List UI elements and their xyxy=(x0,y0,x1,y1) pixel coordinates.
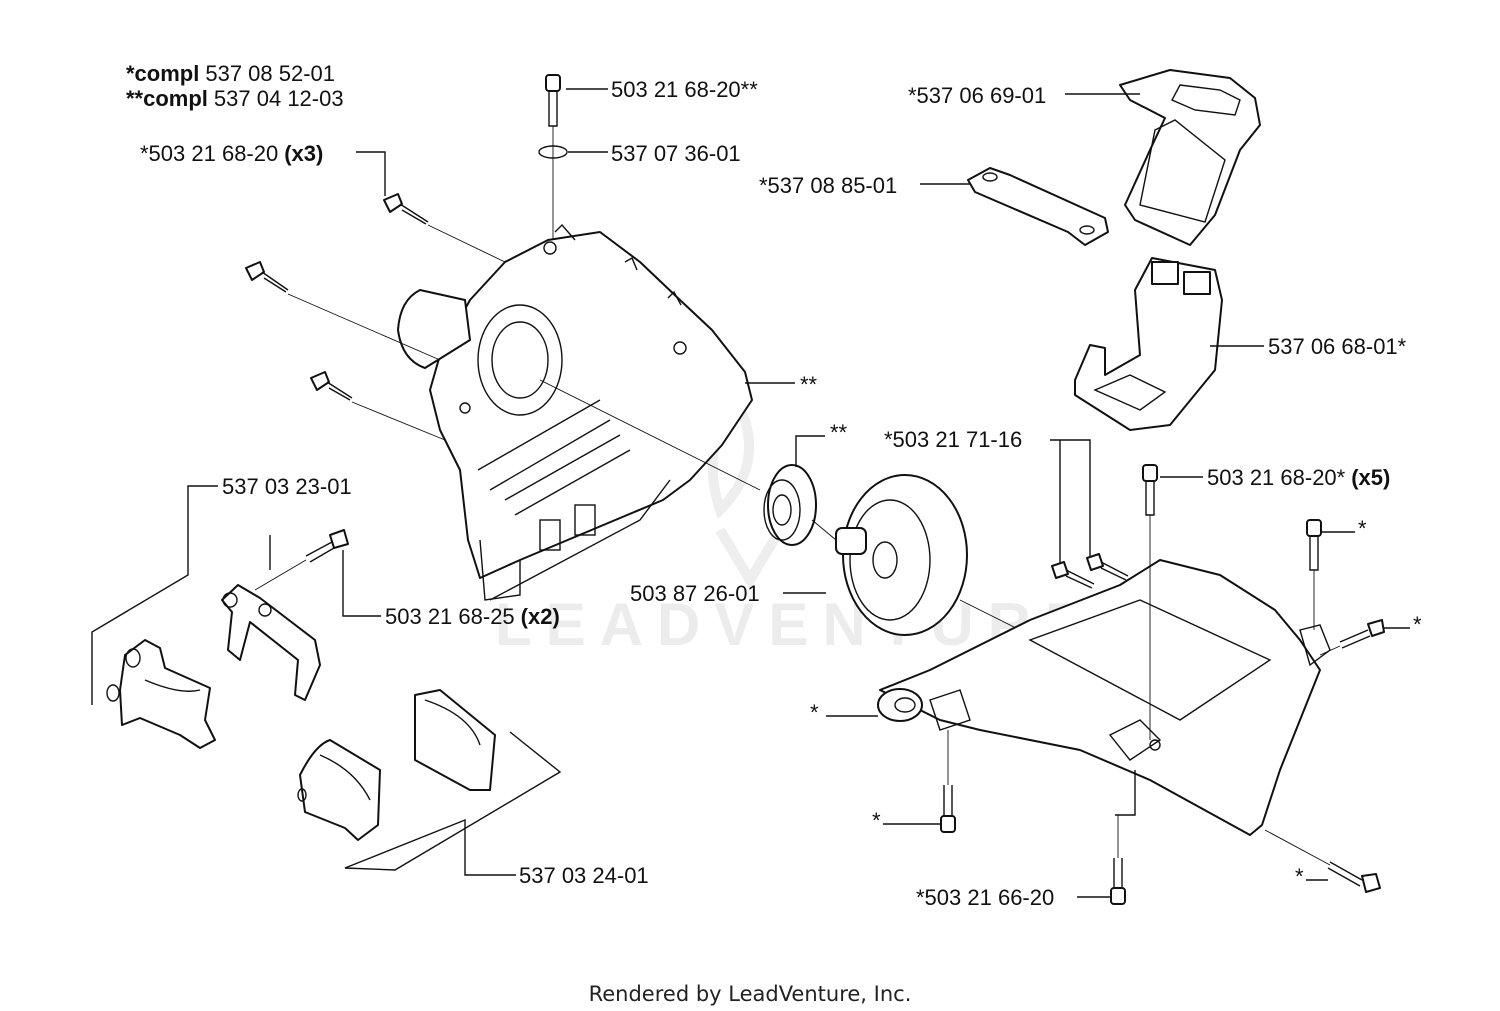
label-screw-x2-number: 503 21 68-25 xyxy=(385,604,515,629)
label-circlip: 537 07 36-01 xyxy=(611,141,741,166)
label-star-bottom-1: * xyxy=(872,808,881,833)
screw-bottom-right-icon xyxy=(1264,829,1381,893)
screw-bottom-center-icon xyxy=(1110,815,1126,905)
bearing-icon xyxy=(539,379,817,546)
screw-x2-icon xyxy=(254,529,349,591)
label-star-bottom-2: * xyxy=(1295,864,1304,889)
label-gasket-top: *537 06 69-01 xyxy=(908,83,1046,108)
label-gasket-small: *537 08 85-01 xyxy=(759,173,897,198)
screw-71-16-icon xyxy=(1051,553,1129,589)
gasket-small-icon xyxy=(967,167,1109,246)
clamp-upper-icon xyxy=(221,584,321,701)
footer-credit: Rendered by LeadVenture, Inc. xyxy=(589,982,912,1006)
circlip-icon xyxy=(538,145,568,159)
label-crankshaft: 503 87 26-01 xyxy=(630,581,760,606)
label-screw-x5-qty: (x5) xyxy=(1351,465,1390,490)
label-guide-plate: 537 06 68-01* xyxy=(1268,334,1407,359)
legend-number-2: 537 04 12-03 xyxy=(214,86,344,111)
screw-left-lower-icon xyxy=(310,371,446,441)
svg-text:*503 21 68-20(x3): *503 21 68-20(x3) xyxy=(140,141,323,166)
label-clamp-left: 537 03 23-01 xyxy=(222,474,352,499)
screw-left-upper-icon xyxy=(383,193,506,263)
screw-bottom-left-icon xyxy=(940,730,956,833)
label-screw-x3-qty: (x3) xyxy=(284,141,323,166)
label-bearing-left: ** xyxy=(800,372,818,397)
label-clamp-bottom: 537 03 24-01 xyxy=(519,863,649,888)
guide-plate-icon xyxy=(1074,257,1223,431)
crankcase-right-half xyxy=(877,559,1331,836)
svg-text:503 21 68-25(x2): 503 21 68-25(x2) xyxy=(385,604,560,629)
screw-top-icon xyxy=(545,74,561,240)
screw-right-upper-icon xyxy=(1306,519,1322,630)
legend-prefix-1: *compl xyxy=(126,61,199,86)
screw-left-middle-icon xyxy=(245,261,441,361)
label-screw-x3-number: *503 21 68-20 xyxy=(140,141,278,166)
svg-text:503 21 68-20*(x5): 503 21 68-20*(x5) xyxy=(1207,465,1390,490)
screw-right-side-icon xyxy=(1319,619,1385,656)
label-star-right-2: * xyxy=(1413,612,1422,637)
leader-lines xyxy=(91,88,1410,898)
label-screw-66-20: *503 21 66-20 xyxy=(916,885,1054,910)
bearing-shell-upper-icon xyxy=(414,689,496,791)
legend-prefix-2: **compl xyxy=(126,86,208,111)
label-screw-x5-number: 503 21 68-20* xyxy=(1207,465,1346,490)
crankcase-left-half xyxy=(397,223,753,601)
label-star-right-1: * xyxy=(1358,516,1367,541)
crankshaft-icon xyxy=(811,474,1041,641)
label-screw-x2-qty: (x2) xyxy=(521,604,560,629)
label-screw-top: 503 21 68-20** xyxy=(611,77,758,102)
label-screw-71-16: *503 21 71-16 xyxy=(884,427,1022,452)
bearing-shell-lower-icon xyxy=(297,739,381,841)
label-bearing-mid: ** xyxy=(830,420,848,445)
legend-number-1: 537 08 52-01 xyxy=(205,61,335,86)
label-star-left-1: * xyxy=(810,700,819,725)
gasket-large-icon xyxy=(1119,69,1261,246)
clamp-lower-icon xyxy=(106,639,216,749)
screw-right-top-icon xyxy=(1142,464,1158,740)
